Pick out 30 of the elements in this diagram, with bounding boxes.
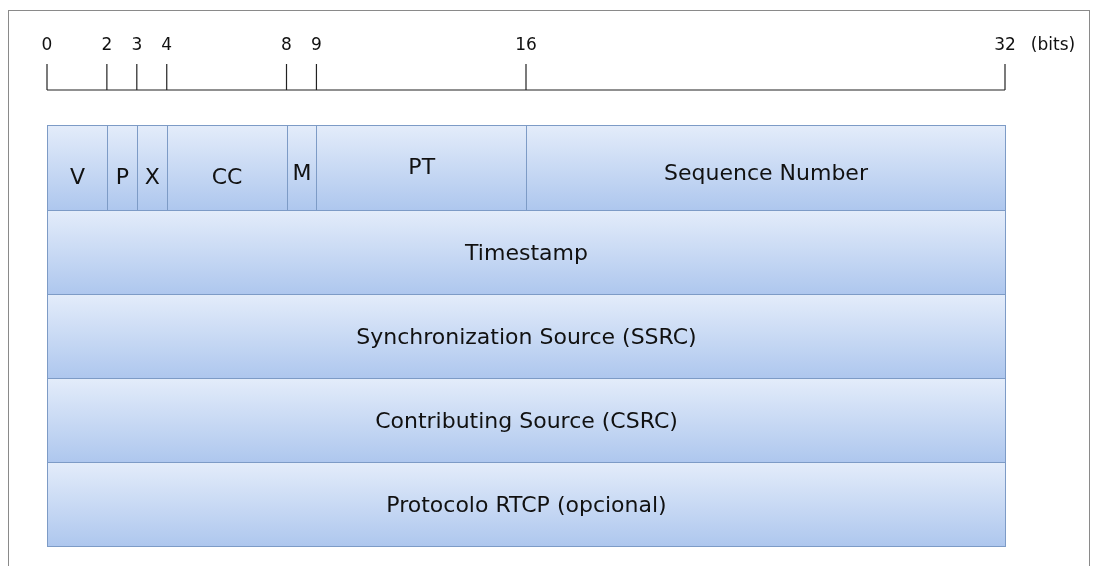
header-field — [166, 125, 288, 211]
field-name: M — [292, 159, 312, 185]
bit-number: 0 — [41, 34, 53, 54]
field-name: CC — [211, 163, 243, 189]
bit-number: 3 — [131, 34, 143, 54]
field-name: Sequence Number — [664, 159, 868, 185]
field-name: Contributing Source (CSRC) — [375, 408, 678, 433]
field-name: Timestamp — [465, 240, 588, 265]
bit-number: 2 — [101, 34, 113, 54]
header-field — [136, 125, 168, 211]
header-field — [47, 210, 1006, 295]
field-name: V — [69, 163, 85, 189]
bit-number: 32 — [994, 34, 1016, 54]
field-name: PT — [408, 153, 436, 179]
field-name: P — [115, 163, 129, 189]
field-name: X — [144, 163, 160, 189]
header-field — [47, 125, 108, 211]
bit-number: 16 — [515, 34, 537, 54]
header-field — [526, 125, 1006, 211]
bit-number: 4 — [161, 34, 173, 54]
field-name: Protocolo RTCP (opcional) — [386, 492, 667, 517]
field-name: Synchronization Source (SSRC) — [356, 324, 697, 349]
header-field — [106, 125, 138, 211]
header-field — [47, 462, 1006, 547]
bit-number: 8 — [281, 34, 292, 54]
bit-number: 9 — [311, 34, 322, 54]
unit-label: (bits) — [1030, 34, 1076, 54]
header-field — [47, 294, 1006, 379]
header-field — [316, 125, 527, 211]
header-field — [47, 378, 1006, 463]
